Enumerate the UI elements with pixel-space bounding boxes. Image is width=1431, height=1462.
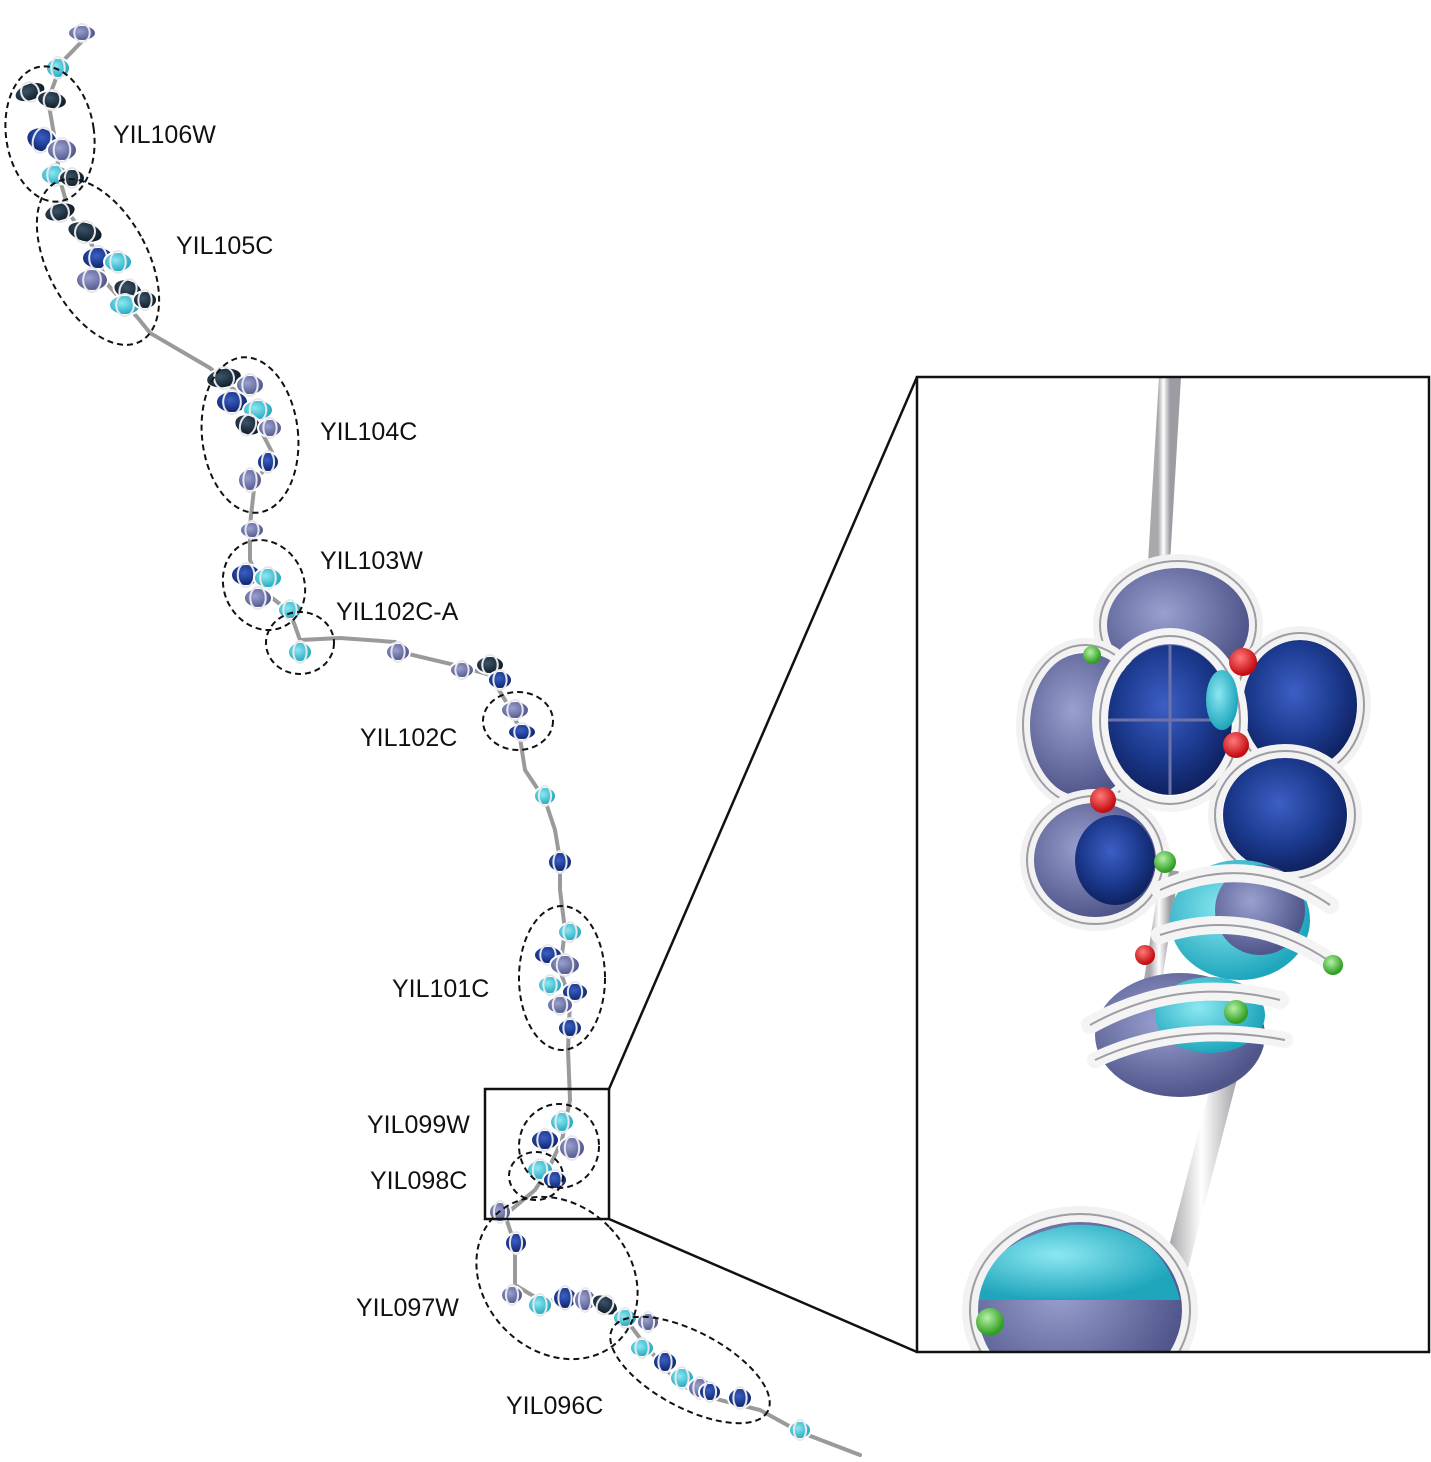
nucleosome [504, 1231, 528, 1255]
nucleosome [549, 953, 581, 977]
nucleosome [235, 373, 265, 397]
nucleosome [103, 250, 133, 274]
region-outline-yil104c [200, 356, 300, 514]
nucleosome [557, 921, 583, 943]
region-outline-yil102c [482, 691, 554, 751]
nucleosome [698, 1381, 722, 1403]
nucleosome [43, 201, 77, 223]
nucleosome [546, 994, 574, 1016]
nucleosome [533, 785, 557, 807]
nucleosome [67, 23, 97, 43]
nucleosome [530, 1128, 560, 1152]
nucleosome [500, 699, 530, 721]
nucleosome [237, 467, 263, 493]
nucleosome [669, 1366, 695, 1390]
nucleosome [287, 640, 313, 664]
nucleosome [507, 722, 537, 742]
nucleosome [552, 1285, 578, 1311]
nucleosome [385, 641, 411, 663]
nucleosome [561, 981, 589, 1003]
region-outline-yil096c [609, 1315, 771, 1425]
nucleosome [46, 137, 78, 163]
zoom-connector-bottom [608, 1217, 918, 1354]
label-yil101c: YIL101C [392, 975, 489, 1003]
nucleosome [205, 366, 243, 390]
label-yil097w: YIL097W [356, 1294, 459, 1322]
region-outline-yil105c [35, 178, 161, 346]
label-yil099w: YIL099W [367, 1111, 470, 1139]
region-outline-yil097w [475, 1195, 639, 1361]
region-outline-yil106w [4, 65, 96, 203]
nucleosome [277, 599, 303, 621]
zoom-inset-frame [915, 375, 1431, 1354]
nucleosome [527, 1293, 553, 1317]
label-yil104c: YIL104C [320, 418, 417, 446]
region-outline-yil103w [221, 539, 307, 631]
nucleosome [132, 289, 158, 311]
nucleosome [239, 520, 265, 540]
nucleosome [549, 1110, 575, 1134]
nucleosome [75, 267, 109, 293]
region-outline-yil098c [508, 1151, 564, 1201]
nucleosome [243, 586, 273, 610]
nucleosome [558, 1135, 586, 1161]
label-yil098c: YIL098C [370, 1167, 467, 1195]
nucleosome [58, 167, 86, 189]
nucleosome [542, 1169, 568, 1191]
nucleosome [500, 1284, 524, 1306]
nucleosome [449, 660, 475, 680]
label-yil105c: YIL105C [176, 232, 273, 260]
label-yil102c: YIL102C [360, 724, 457, 752]
zoom-connector-top [607, 376, 919, 1090]
nucleosome [788, 1419, 812, 1441]
inset-nucleosome-stack [962, 377, 1371, 1352]
nucleosome [557, 1017, 583, 1039]
nucleosome [547, 850, 573, 874]
label-yil106w: YIL106W [113, 121, 216, 149]
nucleosome [487, 669, 513, 691]
zoom-inset-panel [915, 375, 1431, 1354]
label-yil096c: YIL096C [506, 1392, 603, 1420]
nucleosome [537, 974, 563, 996]
nucleosome [636, 1311, 660, 1333]
region-outline-yil102c-a [265, 611, 335, 675]
label-yil103w: YIL103W [320, 547, 423, 575]
nucleosome [257, 417, 283, 439]
nucleosome [727, 1386, 753, 1410]
region-outline-yil101c [518, 905, 606, 1051]
nucleosome [629, 1337, 655, 1359]
nucleosome [256, 450, 280, 474]
nucleosome [652, 1350, 678, 1374]
nucleosome [66, 220, 104, 244]
zoom-source-box [483, 1087, 611, 1221]
nucleosome [36, 89, 68, 111]
nucleosome [573, 1287, 597, 1313]
nucleosome [253, 566, 283, 590]
label-yil102c-a: YIL102C-A [336, 598, 459, 626]
